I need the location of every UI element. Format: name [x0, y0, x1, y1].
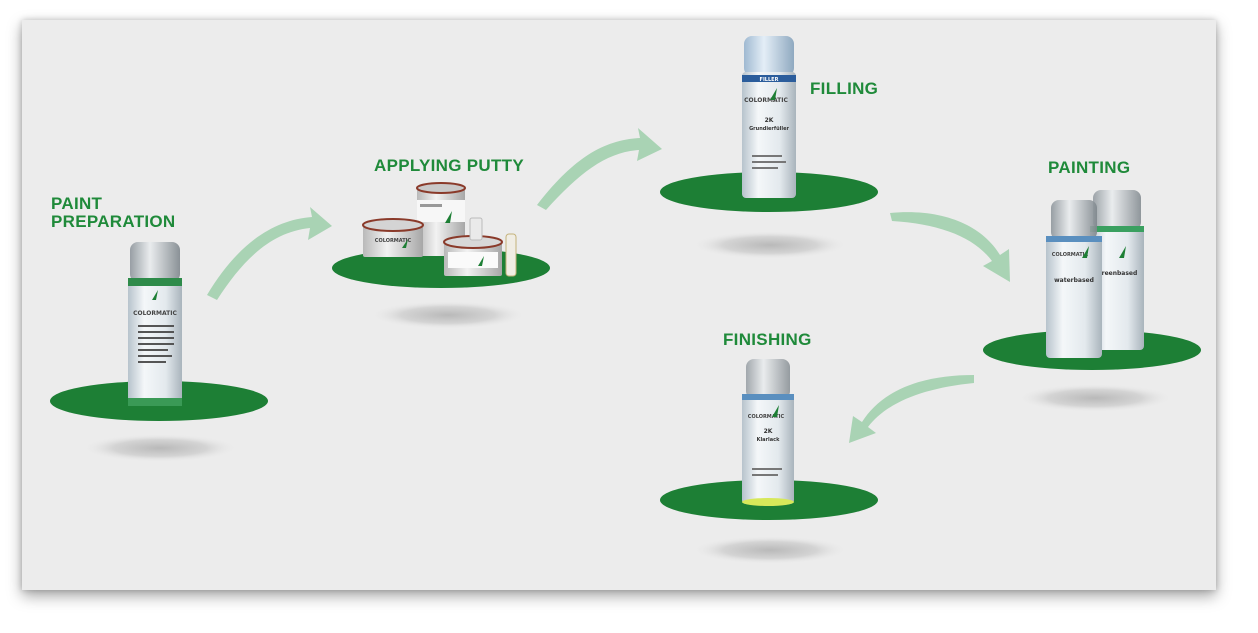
putty-products: COLORMATIC: [362, 182, 517, 277]
platform-shadow: [82, 434, 238, 462]
spray-cans-painting: Greenbased COLORMATIC waterbased: [1046, 190, 1144, 358]
spray-can-paint-preparation: COLORMATIC: [128, 242, 182, 406]
flow-arrow-3: [890, 212, 1010, 282]
platform-shadow: [370, 301, 526, 329]
product-logo-text: COLORMATIC: [375, 238, 412, 244]
flow-arrow-2: [537, 128, 662, 210]
can-text-line: Klarlack: [757, 437, 780, 443]
can-text-line: Greenbased: [1097, 270, 1138, 277]
step-label-painting: PAINTING: [1048, 158, 1131, 177]
step-label-finishing: FINISHING: [723, 330, 812, 349]
can-text-line: waterbased: [1054, 277, 1094, 284]
product-logo-text: COLORMATIC: [1052, 252, 1089, 258]
can-text-line: 2K: [764, 428, 773, 435]
product-logo-text: COLORMATIC: [744, 97, 788, 104]
flow-arrow-1: [207, 207, 332, 300]
process-diagram: COLORMATIC COLORMATIC: [50, 36, 1201, 564]
can-text-line: Grundierfüller: [749, 126, 789, 132]
flow-arrow-4: [849, 375, 974, 443]
step-label-line: PREPARATION: [51, 212, 176, 231]
step-label-paint-preparation: PAINT PREPARATION: [51, 195, 176, 231]
platform-shadow: [1017, 384, 1173, 412]
platform-shadow: [692, 231, 848, 259]
step-label-line: PAINT: [51, 194, 103, 213]
can-text-line: 2K: [765, 117, 774, 124]
diagram-canvas: PAINT PREPARATION APPLYING PUTTY FILLING…: [22, 20, 1216, 590]
spray-can-filling: FILLER COLORMATIC 2K Grundierfüller: [742, 36, 796, 198]
platform-shadow: [692, 536, 848, 564]
step-label-applying-putty: APPLYING PUTTY: [374, 156, 524, 175]
can-band-text: FILLER: [760, 77, 779, 83]
step-label-filling: FILLING: [810, 79, 879, 98]
spray-can-finishing: COLORMATIC 2K Klarlack: [742, 359, 794, 506]
product-logo-text: COLORMATIC: [748, 414, 785, 420]
product-logo-text: COLORMATIC: [133, 310, 177, 317]
